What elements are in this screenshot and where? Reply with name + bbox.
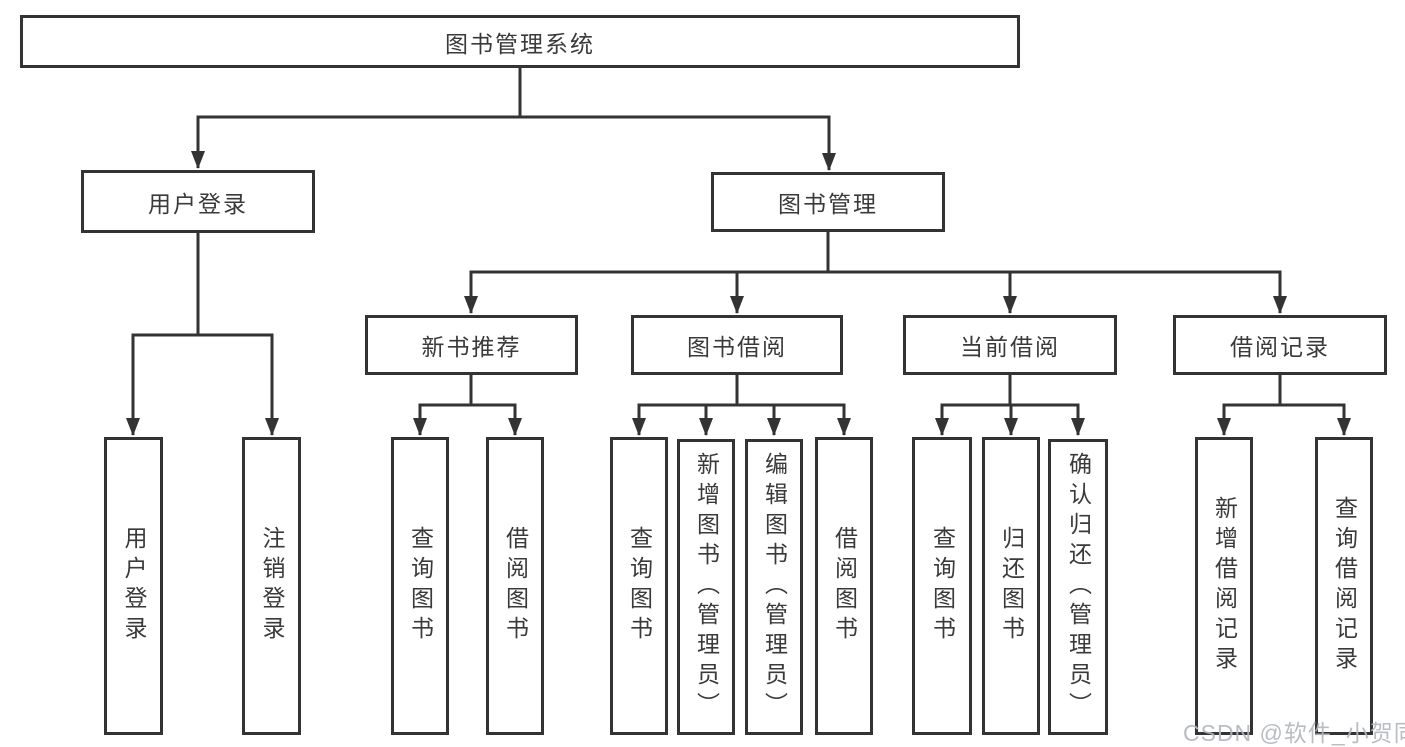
- leaf-borrow-books: 借阅图书: [815, 437, 873, 735]
- leaf-query-books-recommendation: 查询图书: [391, 437, 449, 735]
- leaf-logout: 注销登录: [242, 437, 301, 735]
- leaf-add-books-admin: 新增图书（管理员）: [677, 439, 735, 735]
- node-current-borrowing: 当前借阅: [903, 315, 1117, 375]
- node-book-management: 图书管理: [711, 172, 945, 232]
- connector-book-borrowing-children: [632, 375, 851, 436]
- leaf-confirm-return-admin: 确认归还（管理员）: [1048, 439, 1108, 735]
- leaf-query-books-current: 查询图书: [912, 437, 972, 735]
- leaf-query-borrow-record: 查询借阅记录: [1315, 437, 1373, 735]
- leaf-borrow-books-recommendation: 借阅图书: [486, 437, 544, 735]
- csdn-watermark: CSDN @软件_小贺同学: [1183, 720, 1405, 746]
- connector-new-book-recommendation-children: [413, 375, 522, 436]
- connector-book-management-children: [464, 232, 1287, 314]
- connector-borrowing-records-children: [1217, 375, 1351, 436]
- connector-current-borrowing-children: [935, 375, 1085, 436]
- node-book-borrowing: 图书借阅: [631, 315, 843, 375]
- leaf-user-login: 用户登录: [104, 437, 163, 735]
- node-borrowing-records: 借阅记录: [1173, 315, 1387, 375]
- node-new-book-recommendation: 新书推荐: [365, 315, 578, 375]
- connector-user-login-children: [126, 233, 279, 436]
- leaf-return-books: 归还图书: [982, 437, 1040, 735]
- leaf-add-borrow-record: 新增借阅记录: [1195, 437, 1253, 735]
- leaf-edit-books-admin: 编辑图书（管理员）: [745, 439, 803, 735]
- leaf-query-books-borrowing: 查询图书: [610, 437, 668, 735]
- node-user-login: 用户登录: [81, 170, 315, 233]
- connector-root-to-level2: [191, 68, 836, 171]
- node-library-management-system: 图书管理系统: [20, 15, 1020, 68]
